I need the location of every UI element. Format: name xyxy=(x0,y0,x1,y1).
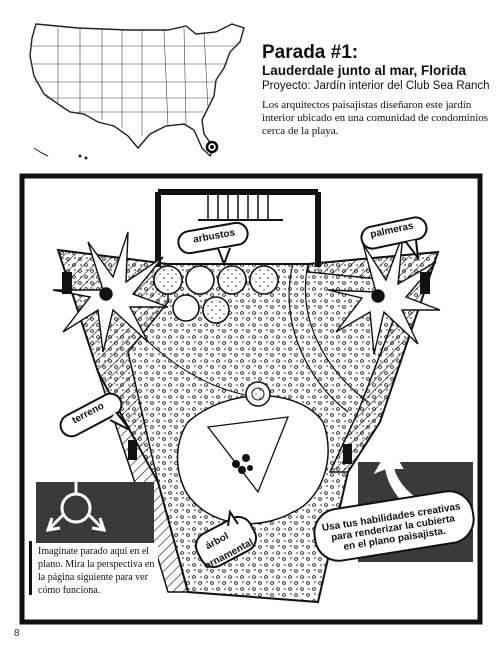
callout-arbustos xyxy=(177,221,249,255)
palm-left xyxy=(52,231,169,353)
us-outline xyxy=(29,23,245,158)
curved-arrow-icon xyxy=(373,446,424,514)
note-bracket xyxy=(29,541,32,595)
callout-terreno xyxy=(59,392,123,438)
landscape-plan xyxy=(19,173,483,625)
callout-instruction xyxy=(313,490,475,562)
description-text: Los arquitectos paisajistas diseñaron es… xyxy=(262,99,489,137)
us-map xyxy=(29,23,245,160)
viewpoint-icon xyxy=(45,467,107,532)
callout-palmeras xyxy=(360,216,428,250)
page-number: 8 xyxy=(14,628,20,639)
project-name: Proyecto: Jardín interior del Club Sea R… xyxy=(262,80,490,92)
viewpoint-note: Imagínate parado aquí en el plano. Mira … xyxy=(34,543,158,599)
building-walls xyxy=(155,189,321,267)
callout-arbol xyxy=(194,515,258,569)
page-title: Parada #1: xyxy=(262,42,359,63)
location-subtitle: Lauderdale junto al mar, Florida xyxy=(262,63,467,78)
palm-right xyxy=(327,233,441,355)
